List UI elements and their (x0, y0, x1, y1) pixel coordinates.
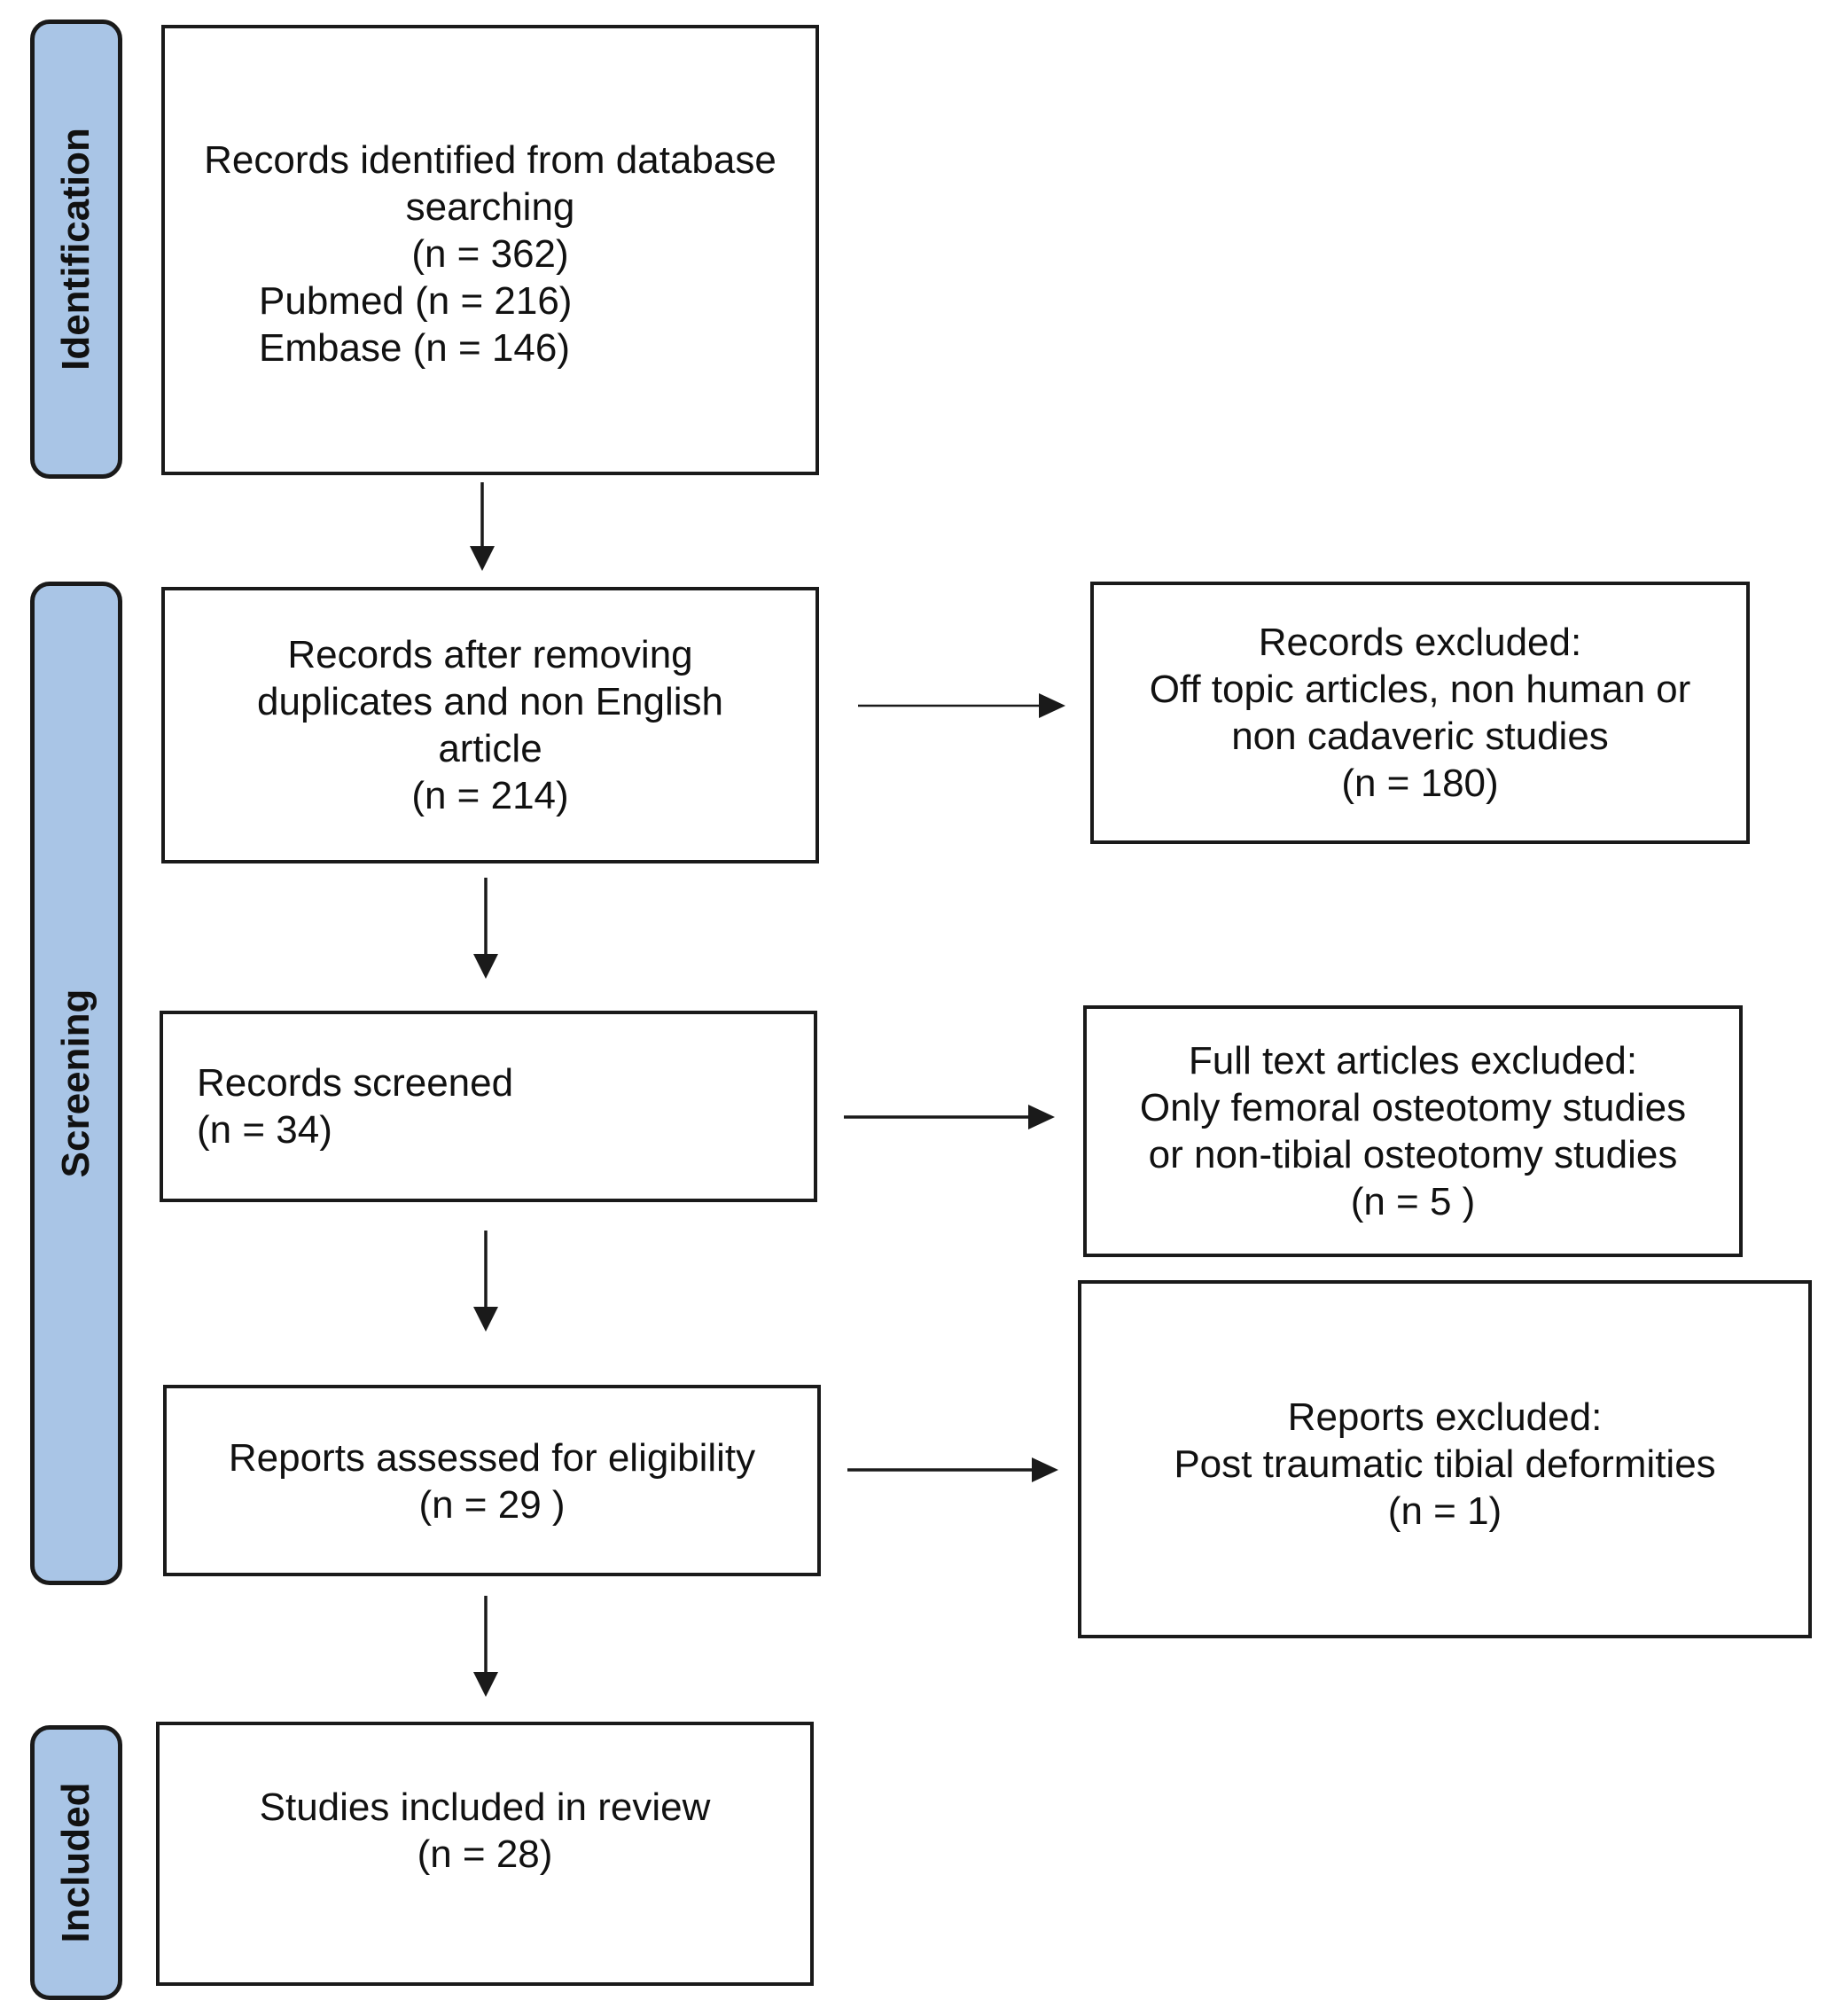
full-text-excluded-reason-2: or non-tibial osteotomy studies (1148, 1133, 1678, 1176)
full-text-excluded-count: (n = 5 ) (1350, 1180, 1476, 1223)
records-excluded-reason-2: non cadaveric studies (1231, 715, 1609, 758)
arrowhead-eligibility (473, 1672, 498, 1697)
records-screened-box: Records screened (n = 34) (160, 1011, 817, 1202)
arrowhead-excluded (1039, 693, 1065, 718)
prisma-flow-diagram: Identification Screening Included Record… (18, 4, 1817, 2007)
full-text-excluded-reason-1: Only femoral osteotomy studies (1139, 1086, 1687, 1129)
records-identified-count: (n = 362) (411, 232, 569, 276)
reports-excluded-title: Reports excluded: (1287, 1395, 1603, 1439)
reports-excluded-count: (n = 1) (1387, 1489, 1502, 1533)
records-screened-count: (n = 34) (197, 1108, 332, 1152)
records-identified-box: Records identified from database searchi… (161, 25, 819, 475)
full-text-excluded-box: Full text articles excluded: Only femora… (1083, 1005, 1743, 1257)
studies-included-box: Studies included in review (n = 28) (156, 1722, 814, 1986)
arrowhead-identified (470, 546, 495, 571)
records-excluded-reason-1: Off topic articles, non human or (1149, 668, 1691, 711)
embase-count: Embase (n = 146) (259, 326, 570, 370)
after-duplicates-line-3: article (438, 727, 542, 770)
arrowhead-full-text-excluded (1028, 1105, 1055, 1129)
records-identified-line-1: Records identified from database (204, 138, 776, 182)
after-duplicates-line-1: Records after removing (287, 633, 693, 676)
records-after-duplicates-box: Records after removing duplicates and no… (161, 587, 819, 863)
reports-excluded-box: Reports excluded: Post traumatic tibial … (1078, 1280, 1812, 1638)
records-screened-label: Records screened (197, 1061, 514, 1105)
eligibility-label: Reports assessed for eligibility (228, 1436, 756, 1480)
records-identified-line-2: searching (405, 185, 575, 229)
reports-excluded-reason: Post traumatic tibial deformities (1174, 1442, 1716, 1486)
studies-included-label: Studies included in review (259, 1785, 711, 1829)
records-excluded-title: Records excluded: (1258, 621, 1582, 664)
included-phase-bar: Included (30, 1725, 122, 2000)
pubmed-count: Pubmed (n = 216) (259, 279, 573, 323)
screening-phase-bar: Screening (30, 582, 122, 1585)
after-duplicates-count: (n = 214) (411, 774, 569, 817)
records-excluded-count: (n = 180) (1341, 762, 1499, 805)
reports-eligibility-box: Reports assessed for eligibility (n = 29… (163, 1385, 821, 1576)
after-duplicates-line-2: duplicates and non English (257, 680, 723, 723)
flow-arrows (470, 482, 1065, 1697)
full-text-excluded-title: Full text articles excluded: (1188, 1039, 1638, 1082)
identification-phase-bar: Identification (30, 20, 122, 479)
eligibility-count: (n = 29 ) (418, 1483, 566, 1527)
records-excluded-box: Records excluded: Off topic articles, no… (1090, 582, 1750, 844)
arrowhead-after-duplicates (473, 954, 498, 979)
studies-included-count: (n = 28) (417, 1832, 553, 1876)
arrowhead-reports-excluded (1032, 1457, 1058, 1482)
arrowhead-screened (473, 1307, 498, 1332)
